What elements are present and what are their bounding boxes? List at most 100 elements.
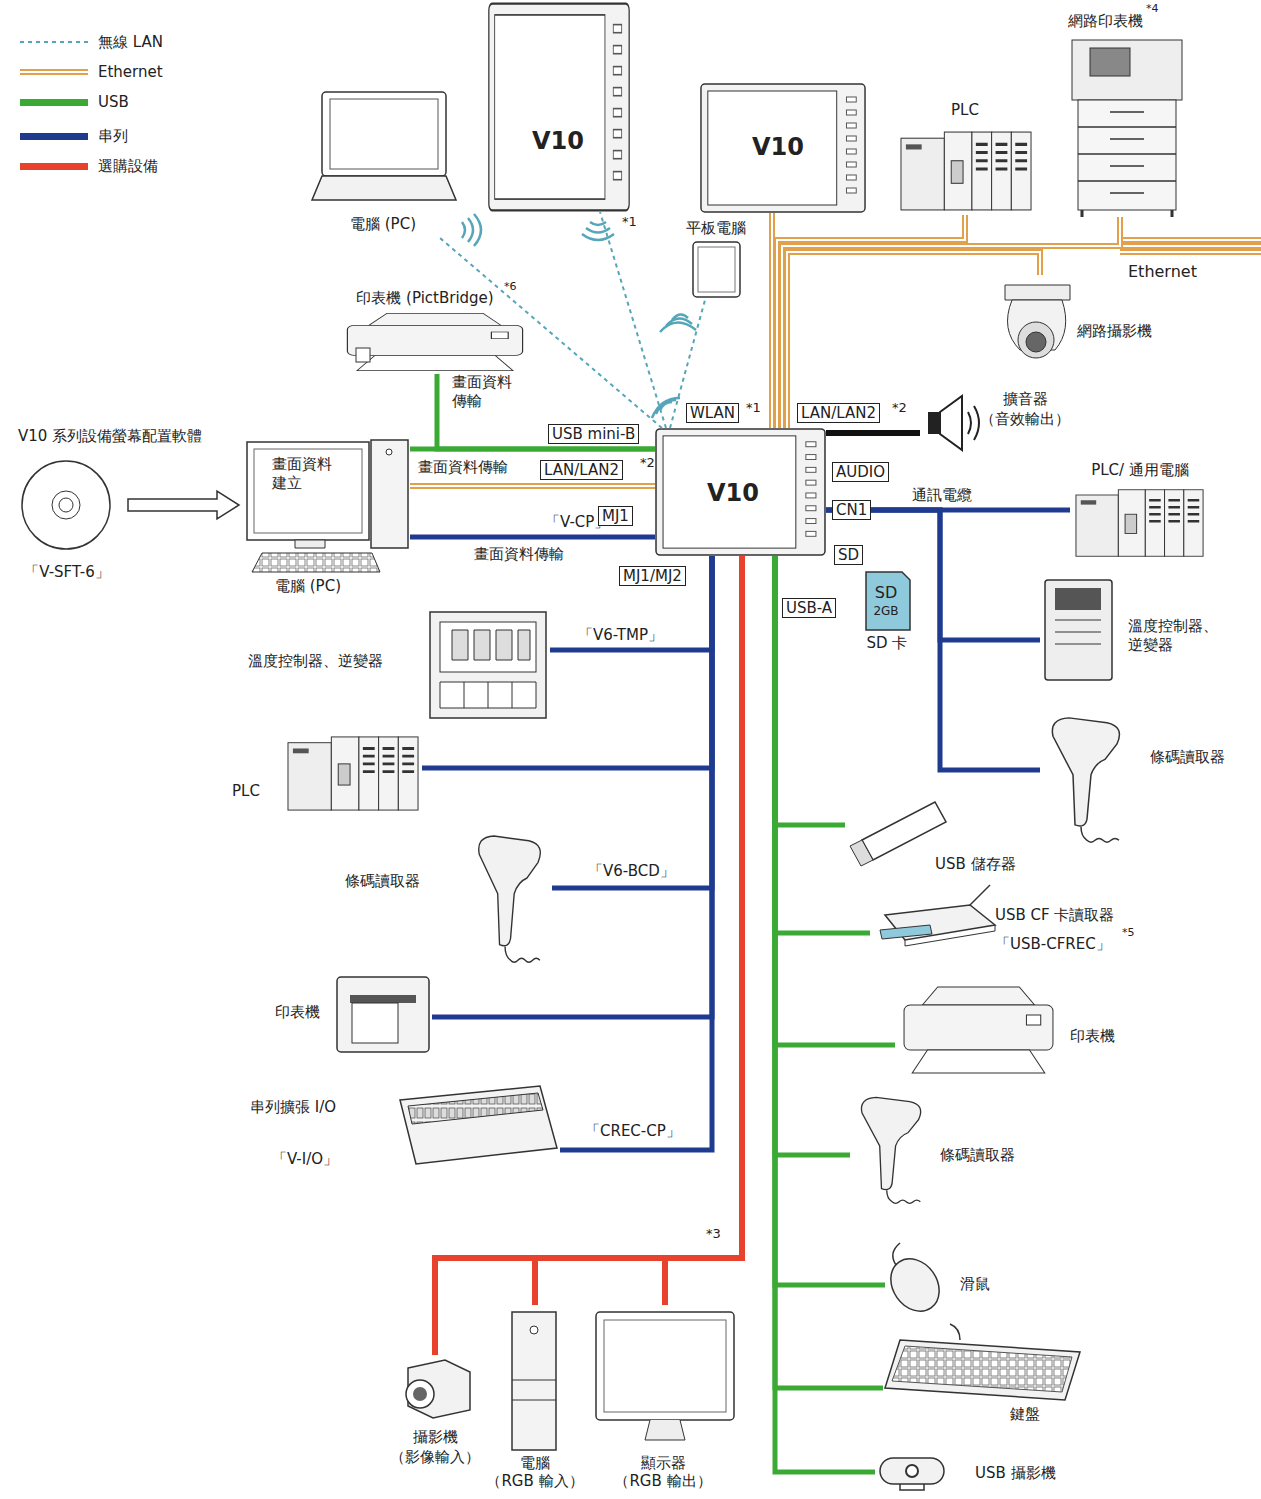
note-label: SD — [875, 583, 897, 603]
connector — [550, 556, 712, 650]
device: 印表機 (PictBridge) — [335, 286, 530, 374]
connector — [775, 556, 845, 825]
connector — [432, 556, 712, 1017]
legend-text: 串列 — [98, 127, 128, 146]
device-label: 畫面資料 建立 — [272, 455, 341, 493]
port-label: SD — [834, 545, 863, 565]
device-label: 溫度控制器、逆變器 — [248, 652, 383, 671]
cable-line — [410, 485, 655, 487]
note-label: *4 — [1146, 2, 1159, 16]
device: 電腦 (PC) — [315, 88, 455, 238]
connector — [435, 556, 742, 1355]
device-label: （RGB 輸出） — [614, 1472, 711, 1491]
device-label: （音效輸出） — [980, 410, 1070, 429]
device: 顯示器（RGB 輸出） — [590, 1305, 740, 1494]
device-label: PLC — [951, 101, 979, 120]
connector — [437, 374, 655, 449]
device: 攝影機（影像輸入） — [380, 1355, 490, 1470]
connector — [826, 433, 920, 434]
cable-line — [771, 213, 773, 428]
device: PLC — [229, 730, 422, 815]
device-label: SD 卡 — [867, 634, 908, 653]
device: 印表機 — [270, 972, 432, 1056]
device: V10 — [700, 83, 866, 213]
device-label: 印表機 — [275, 1003, 320, 1022]
cable-line — [665, 556, 742, 1305]
port-label: LAN/LAN2 — [797, 403, 880, 423]
cable-line — [440, 238, 662, 428]
device-label: V10 — [707, 478, 759, 508]
device-label: 擴音器 — [1003, 390, 1048, 409]
device-label: 串列擴張 I/O — [250, 1098, 336, 1117]
device-label: 溫度控制器、 逆變器 — [1128, 617, 1224, 655]
device: USB CF 卡讀取器「USB-CFREC」 — [870, 885, 1140, 960]
connector — [782, 217, 1120, 428]
cable-line — [775, 556, 850, 1155]
device: 電腦（RGB 輸入） — [483, 1305, 590, 1494]
note-label: *2 — [640, 455, 655, 471]
cable-line — [775, 556, 895, 1045]
cable-line — [826, 510, 1040, 770]
cable-line — [787, 252, 1040, 428]
note-label: *1 — [746, 400, 761, 416]
device-label: 「USB-CFREC」 — [995, 935, 1111, 954]
cable-line — [432, 556, 712, 1017]
device-label: V10 系列設備螢幕配置軟體 — [18, 427, 202, 446]
connector — [775, 556, 870, 933]
device-label: 印表機 — [1070, 1027, 1115, 1046]
cable-label: 通訊電纜 — [912, 486, 972, 505]
legend-text: Ethernet — [98, 63, 163, 82]
device-label: 條碼讀取器 — [1150, 748, 1225, 767]
port-label: CN1 — [832, 500, 871, 520]
cable-line — [437, 374, 655, 449]
legend-text: 選購設備 — [98, 157, 158, 176]
cable-line — [775, 556, 885, 1285]
connector — [775, 556, 883, 1388]
cable-label: 畫面資料 傳輸 — [452, 373, 521, 411]
connector — [422, 556, 712, 768]
note-label: *1 — [622, 214, 637, 230]
legend-swatch — [20, 99, 88, 106]
port-label: WLAN — [686, 403, 739, 423]
device-label: 網路攝影機 — [1077, 322, 1152, 341]
connector — [775, 556, 885, 1285]
connector — [552, 556, 712, 888]
note-label: *3 — [706, 1226, 721, 1242]
cable-label: 畫面資料傳輸 — [418, 458, 508, 477]
connector — [600, 212, 666, 428]
cable-line — [550, 556, 712, 650]
device: V10 系列設備螢幕配置軟體「V-SFT-6」 — [12, 455, 122, 590]
connector — [560, 556, 712, 1150]
note-label: *5 — [1122, 926, 1135, 940]
device-label: 攝影機 — [413, 1428, 458, 1447]
port-label: AUDIO — [832, 462, 889, 482]
device-label: （影像輸入） — [390, 1448, 480, 1467]
device-label: 滑鼠 — [960, 1275, 990, 1294]
cable-line — [775, 556, 883, 1388]
device-label: （RGB 輸入） — [486, 1472, 583, 1491]
cable-line — [410, 483, 655, 489]
device: PLC/ 通用電腦 — [1070, 458, 1210, 560]
device-label: V10 — [752, 132, 804, 162]
connector — [772, 213, 773, 428]
device-label: 印表機 (PictBridge) — [356, 289, 493, 308]
device-label: 電腦 (PC) — [350, 215, 416, 234]
note-label: *2 — [892, 400, 907, 416]
device-label: V10 — [532, 126, 584, 156]
connector — [665, 556, 742, 1305]
connector — [826, 510, 1040, 770]
device-label: USB CF 卡讀取器 — [995, 906, 1114, 925]
device: 印表機 — [895, 982, 1118, 1077]
device-label: PLC — [232, 782, 260, 801]
cable-line — [775, 556, 845, 825]
device-label: 「V-I/O」 — [272, 1150, 338, 1169]
cable-line — [422, 556, 712, 768]
device-label: 條碼讀取器 — [940, 1146, 1015, 1165]
legend-swatch — [20, 163, 88, 170]
connector — [440, 238, 662, 428]
device-label: PLC/ 通用電腦 — [1091, 461, 1189, 480]
device: 鍵盤 — [883, 1322, 1083, 1430]
device-label: USB 儲存器 — [935, 855, 1016, 874]
note-label: 畫面資料傳輸 — [474, 545, 564, 564]
device: 擴音器（音效輸出） — [920, 385, 1073, 447]
